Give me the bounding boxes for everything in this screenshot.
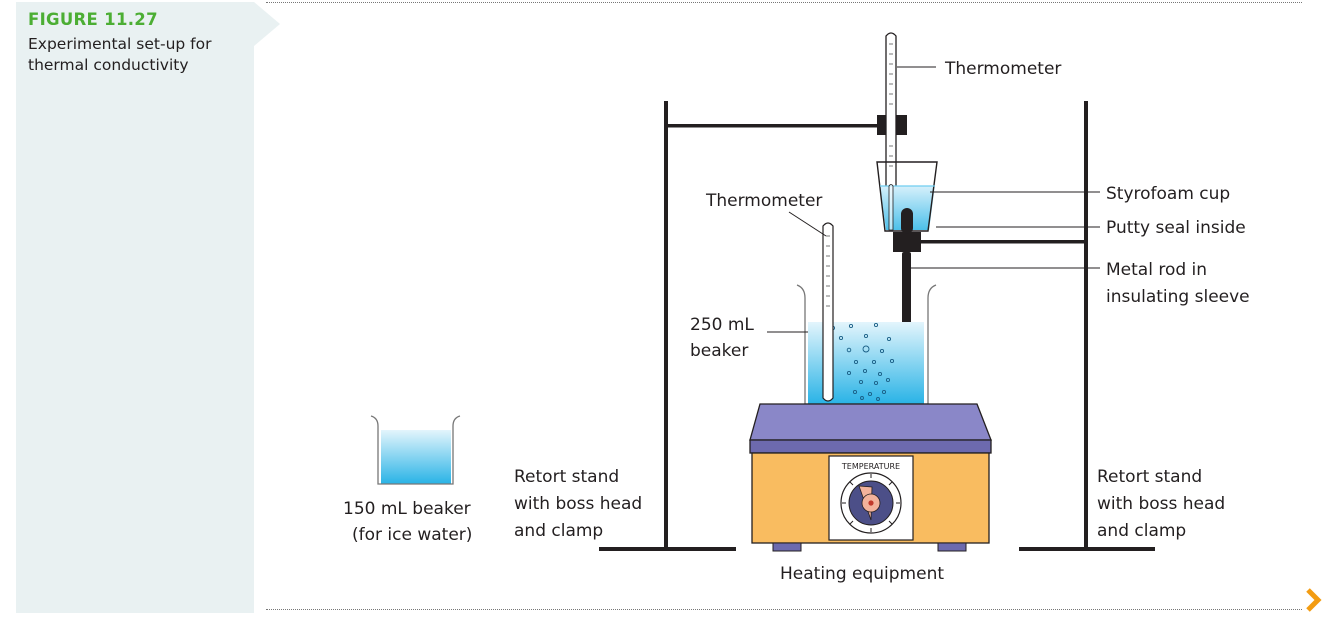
beaker-250ml bbox=[796, 284, 937, 405]
temperature-dial-icon bbox=[840, 472, 902, 534]
label-150ml-line2: (for ice water) bbox=[352, 525, 472, 545]
label-metal-rod-line1: Metal rod in bbox=[1106, 260, 1207, 280]
sidebar-notch bbox=[254, 2, 280, 46]
label-retort-right-line3: and clamp bbox=[1097, 521, 1186, 541]
figure-number: FIGURE 11.27 bbox=[28, 10, 158, 29]
label-heating-equipment: Heating equipment bbox=[780, 564, 944, 584]
figure-caption: Experimental set-up for thermal conducti… bbox=[28, 35, 212, 74]
bottom-divider bbox=[266, 609, 1302, 610]
thermometer-beaker bbox=[822, 222, 834, 402]
beaker-150ml bbox=[370, 415, 461, 485]
dial-label: TEMPERATURE bbox=[841, 462, 900, 471]
label-retort-left-line2: with boss head bbox=[514, 494, 642, 514]
retort-stand-right bbox=[893, 101, 1155, 551]
label-retort-right-line2: with boss head bbox=[1097, 494, 1225, 514]
heating-equipment: TEMPERATURE bbox=[749, 403, 992, 552]
label-styrofoam-cup: Styrofoam cup bbox=[1106, 184, 1230, 204]
leader-lines bbox=[767, 66, 1100, 333]
label-250ml-line1: 250 mL bbox=[690, 315, 754, 335]
chevron-right-icon[interactable] bbox=[1306, 584, 1324, 616]
label-retort-left-line1: Retort stand bbox=[514, 467, 619, 487]
putty-seal bbox=[901, 208, 913, 234]
label-thermometer-top: Thermometer bbox=[944, 59, 1061, 79]
label-150ml-line1: 150 mL beaker bbox=[343, 499, 471, 519]
thermometer-top bbox=[885, 32, 897, 197]
label-250ml-line2: beaker bbox=[690, 341, 748, 361]
label-retort-right-line1: Retort stand bbox=[1097, 467, 1202, 487]
label-thermometer-beaker: Thermometer bbox=[705, 191, 822, 211]
figure-sidebar bbox=[16, 2, 254, 613]
top-divider bbox=[266, 2, 1302, 3]
boss-head-clamp-lower bbox=[893, 232, 921, 252]
styrofoam-cup bbox=[876, 161, 938, 234]
label-metal-rod-line2: insulating sleeve bbox=[1106, 287, 1250, 307]
label-putty-seal: Putty seal inside bbox=[1106, 218, 1246, 238]
label-retort-left-line3: and clamp bbox=[514, 521, 603, 541]
